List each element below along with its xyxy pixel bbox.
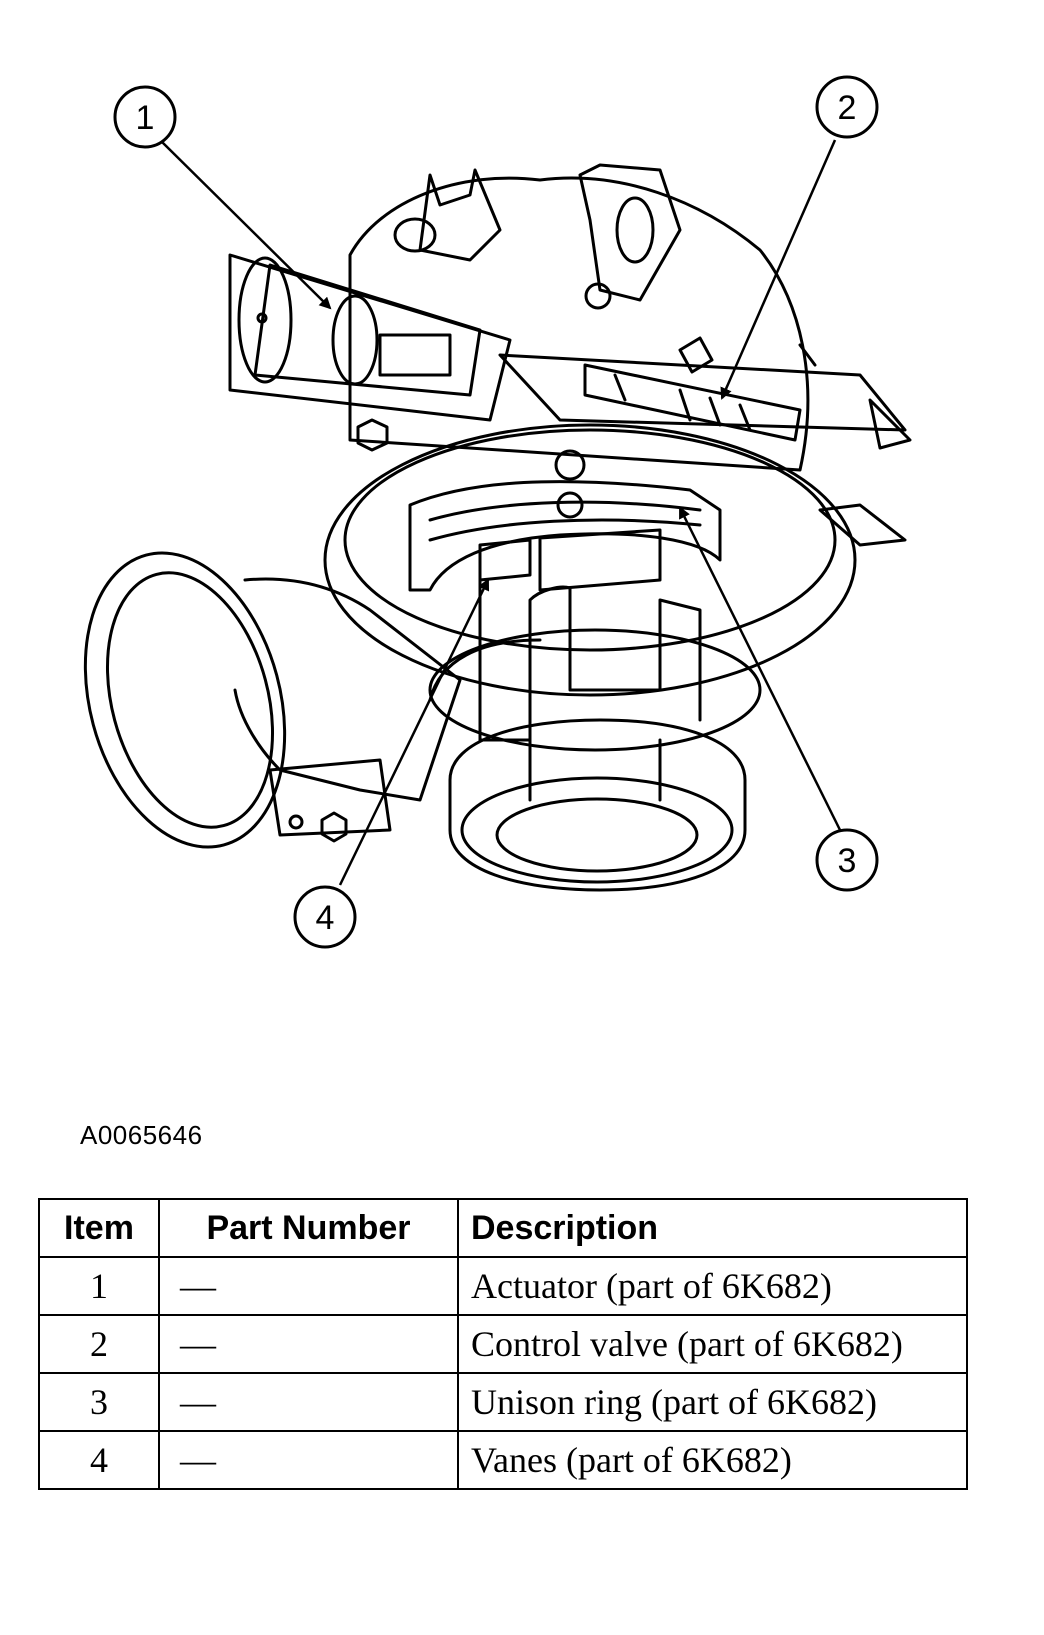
turbine-housing-ring [323,423,857,697]
bolt-lower [320,811,348,843]
callout-3-label: 3 [838,842,857,880]
row-description: Unison ring (part of 6K682) [457,1372,968,1432]
row-item: 3 [38,1372,160,1432]
bolt-upper [356,418,389,452]
mounting-flange-right [578,163,682,302]
vanes [478,538,532,582]
callout-4: 4 [293,885,357,949]
row-description: Vanes (part of 6K682) [457,1430,968,1490]
unison-ring [408,480,722,592]
header-part-number: Part Number [158,1198,459,1258]
center-section [478,578,702,742]
table-row: 3 — Unison ring (part of 6K682) [38,1372,968,1432]
callout-2-label: 2 [838,89,857,127]
header-item: Item [38,1198,160,1258]
row-part-number: — [158,1314,459,1374]
callout-1: 1 [113,85,177,149]
leader-line-2 [720,139,837,400]
mounting-flange-left [418,168,502,262]
callout-3: 3 [815,828,879,892]
row-item: 1 [38,1256,160,1316]
row-description: Actuator (part of 6K682) [457,1256,968,1316]
row-part-number: — [158,1256,459,1316]
callout-1-label: 1 [136,99,155,137]
inlet-flange [83,551,287,849]
row-item: 2 [38,1314,160,1374]
turbocharger-illustration: 1 2 3 4 [83,75,912,949]
row-description: Control valve (part of 6K682) [457,1314,968,1374]
callout-4-label: 4 [316,899,335,937]
leader-line-4 [338,578,490,886]
table-header-row: Item Part Number Description [38,1198,968,1258]
figure-id: A0065646 [80,1120,203,1150]
table-row: 1 — Actuator (part of 6K682) [38,1256,968,1316]
outlet-section [448,718,747,892]
row-part-number: — [158,1430,459,1490]
leader-line-3 [678,506,842,831]
callout-2: 2 [815,75,879,139]
table-row: 2 — Control valve (part of 6K682) [38,1314,968,1374]
header-description: Description [457,1198,968,1258]
row-item: 4 [38,1430,160,1490]
parts-table: Item Part Number Description 1 — Actuato… [38,1198,968,1490]
compressor-housing [348,176,810,472]
leader-line-1 [159,139,332,310]
table-row: 4 — Vanes (part of 6K682) [38,1430,968,1490]
control-valve [498,353,907,432]
row-part-number: — [158,1372,459,1432]
